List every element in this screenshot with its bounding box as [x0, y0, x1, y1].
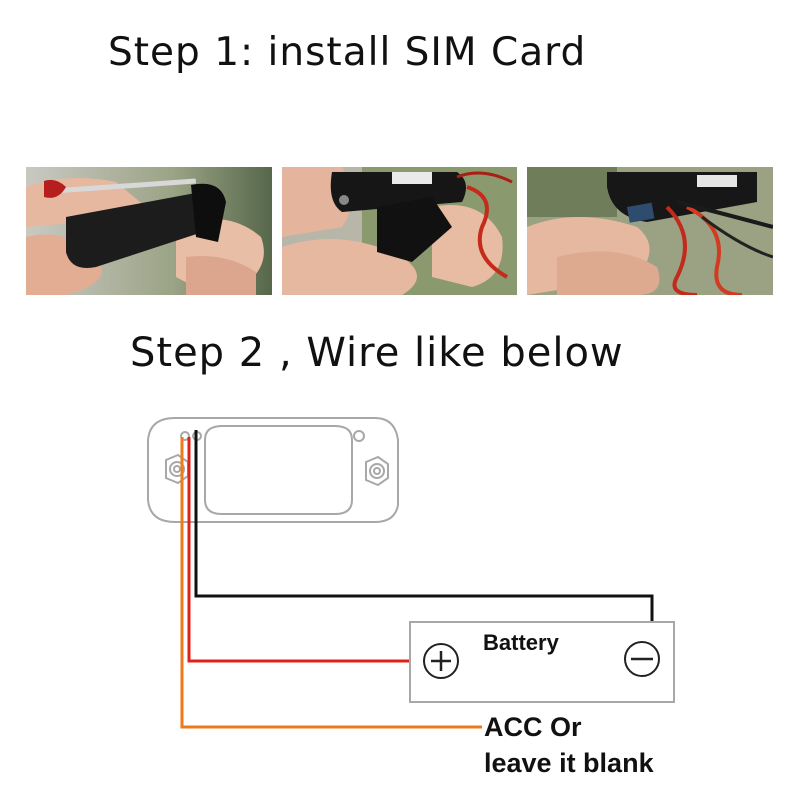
power-wire [187, 437, 410, 663]
ground-wire [194, 430, 654, 622]
minus-terminal-icon [624, 641, 660, 677]
step2-title: Step 2 , Wire like below [130, 330, 624, 376]
step1-title: Step 1: install SIM Card [108, 30, 587, 75]
plus-terminal-icon [423, 643, 459, 679]
acc-wire [180, 437, 482, 729]
battery-label: Battery [483, 630, 559, 655]
photo-screwdriver-opening-tracker [26, 167, 272, 295]
acc-label-line1: ACC Or [484, 712, 582, 742]
photo-inserting-sim-card [527, 167, 773, 295]
acc-label-line2: leave it blank [484, 748, 654, 778]
photo-opening-sim-cover [282, 167, 517, 295]
tracker-device-outline [147, 417, 399, 523]
